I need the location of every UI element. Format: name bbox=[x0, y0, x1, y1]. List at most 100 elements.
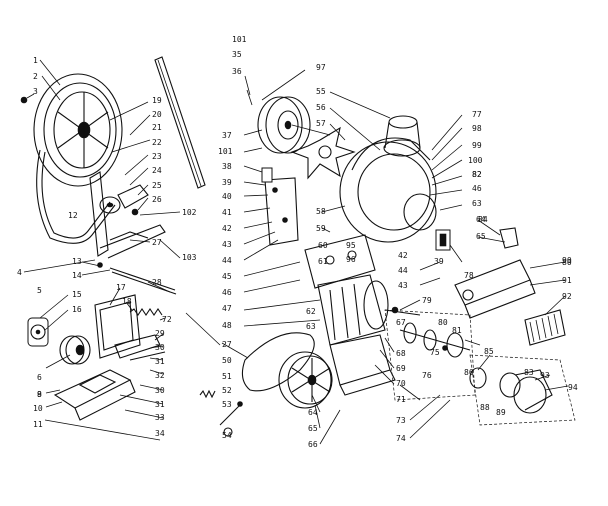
label-56: 56 bbox=[316, 103, 326, 112]
label-42: 42 bbox=[222, 224, 232, 233]
label-70: 70 bbox=[396, 379, 406, 388]
label-62: 62 bbox=[306, 307, 316, 316]
label-26: 26 bbox=[152, 195, 162, 204]
label-39: 39 bbox=[222, 178, 232, 187]
label-94: 94 bbox=[568, 383, 578, 392]
label-69: 69 bbox=[396, 364, 406, 373]
label-12: 12 bbox=[68, 211, 78, 220]
label-88: 88 bbox=[480, 403, 490, 412]
drive-belt-left bbox=[36, 149, 116, 244]
label-89: 89 bbox=[496, 408, 506, 417]
label-27-center: 27 bbox=[222, 340, 232, 349]
callout-labels: 1 2 3 4 5 6 8 9 10 11 12 13 14 15 16 17 … bbox=[17, 35, 578, 449]
label-73: 73 bbox=[396, 416, 406, 425]
pulley-9 bbox=[59, 335, 91, 365]
shaft-assembly-73 bbox=[384, 309, 476, 401]
label-79: 79 bbox=[422, 296, 432, 305]
label-96: 96 bbox=[346, 255, 356, 264]
label-59: 59 bbox=[316, 224, 326, 233]
spring-18 bbox=[129, 308, 163, 316]
label-23: 23 bbox=[152, 152, 162, 161]
leader-34 bbox=[44, 419, 161, 441]
label-37: 37 bbox=[222, 131, 232, 140]
label-78: 78 bbox=[464, 271, 474, 280]
label-39-right: 39 bbox=[434, 257, 444, 266]
label-18: 18 bbox=[122, 297, 132, 306]
label-22: 22 bbox=[152, 138, 162, 147]
large-pulley-wheel bbox=[33, 73, 123, 187]
label-93: 93 bbox=[540, 371, 550, 380]
label-67: 67 bbox=[396, 318, 406, 327]
drive-belt-27 bbox=[241, 332, 315, 392]
label-58: 58 bbox=[316, 207, 326, 216]
label-54: 54 bbox=[222, 431, 232, 440]
label-44: 44 bbox=[222, 256, 232, 265]
label-28: 28 bbox=[152, 278, 162, 287]
label-99: 99 bbox=[472, 141, 482, 150]
fan-wheel-37 bbox=[257, 96, 331, 154]
label-83: 83 bbox=[524, 368, 534, 377]
label-32: 32 bbox=[155, 371, 165, 380]
mount-bracket-17 bbox=[94, 294, 141, 359]
label-14: 14 bbox=[72, 271, 82, 280]
label-42-right: 42 bbox=[398, 251, 408, 260]
label-1: 1 bbox=[33, 56, 38, 65]
label-11: 11 bbox=[33, 420, 43, 429]
label-9: 9 bbox=[37, 390, 42, 399]
idler-pulley-24 bbox=[99, 184, 149, 216]
label-6: 6 bbox=[37, 373, 42, 382]
label-63-right: 63 bbox=[472, 199, 482, 208]
bracket-41-45 bbox=[261, 167, 299, 246]
label-71: 71 bbox=[396, 395, 406, 404]
label-47: 47 bbox=[222, 304, 232, 313]
label-102: 102 bbox=[182, 208, 197, 217]
label-48: 48 bbox=[222, 321, 232, 330]
label-13: 13 bbox=[72, 257, 82, 266]
pin-53-54 bbox=[219, 401, 243, 437]
label-66: 66 bbox=[308, 440, 318, 449]
label-84: 84 bbox=[478, 215, 488, 224]
label-35: 35 bbox=[232, 50, 242, 59]
label-46: 46 bbox=[222, 288, 232, 297]
main-motor-63 bbox=[317, 274, 421, 346]
label-36: 36 bbox=[232, 67, 242, 76]
label-82: 82 bbox=[472, 170, 482, 179]
label-8: 8 bbox=[37, 390, 42, 399]
label-31-lower: 31 bbox=[155, 400, 165, 409]
label-16: 16 bbox=[72, 305, 82, 314]
label-75: 75 bbox=[430, 348, 440, 357]
leader-lines bbox=[23, 59, 569, 445]
label-61: 61 bbox=[318, 257, 328, 266]
handle-78-80 bbox=[454, 259, 536, 319]
label-21: 21 bbox=[152, 123, 162, 132]
label-34: 34 bbox=[155, 429, 165, 438]
label-50: 50 bbox=[222, 356, 232, 365]
pulley-wheel-64 bbox=[278, 351, 333, 409]
label-31: 31 bbox=[155, 357, 165, 366]
label-25: 25 bbox=[152, 181, 162, 190]
label-27: 27 bbox=[152, 238, 162, 247]
label-63: 63 bbox=[306, 322, 316, 331]
label-92: 92 bbox=[562, 292, 572, 301]
label-33: 33 bbox=[155, 413, 165, 422]
label-60: 60 bbox=[318, 241, 328, 250]
label-97: 97 bbox=[316, 63, 326, 72]
label-53: 53 bbox=[222, 400, 232, 409]
label-76: 76 bbox=[422, 371, 432, 380]
label-51: 51 bbox=[222, 372, 232, 381]
label-74: 74 bbox=[396, 434, 406, 443]
label-52: 52 bbox=[222, 386, 232, 395]
label-55: 55 bbox=[316, 87, 326, 96]
clip-84-85 bbox=[499, 227, 519, 249]
label-64-right: 64 bbox=[476, 215, 486, 224]
label-41: 41 bbox=[222, 208, 232, 217]
label-29: 29 bbox=[155, 329, 165, 338]
spring-52 bbox=[199, 389, 216, 399]
label-57: 57 bbox=[316, 119, 326, 128]
outlet-collar-55 bbox=[383, 115, 421, 157]
label-72: 72 bbox=[162, 315, 172, 324]
base-plate-31-34 bbox=[53, 369, 136, 421]
spring-rod bbox=[97, 262, 177, 295]
